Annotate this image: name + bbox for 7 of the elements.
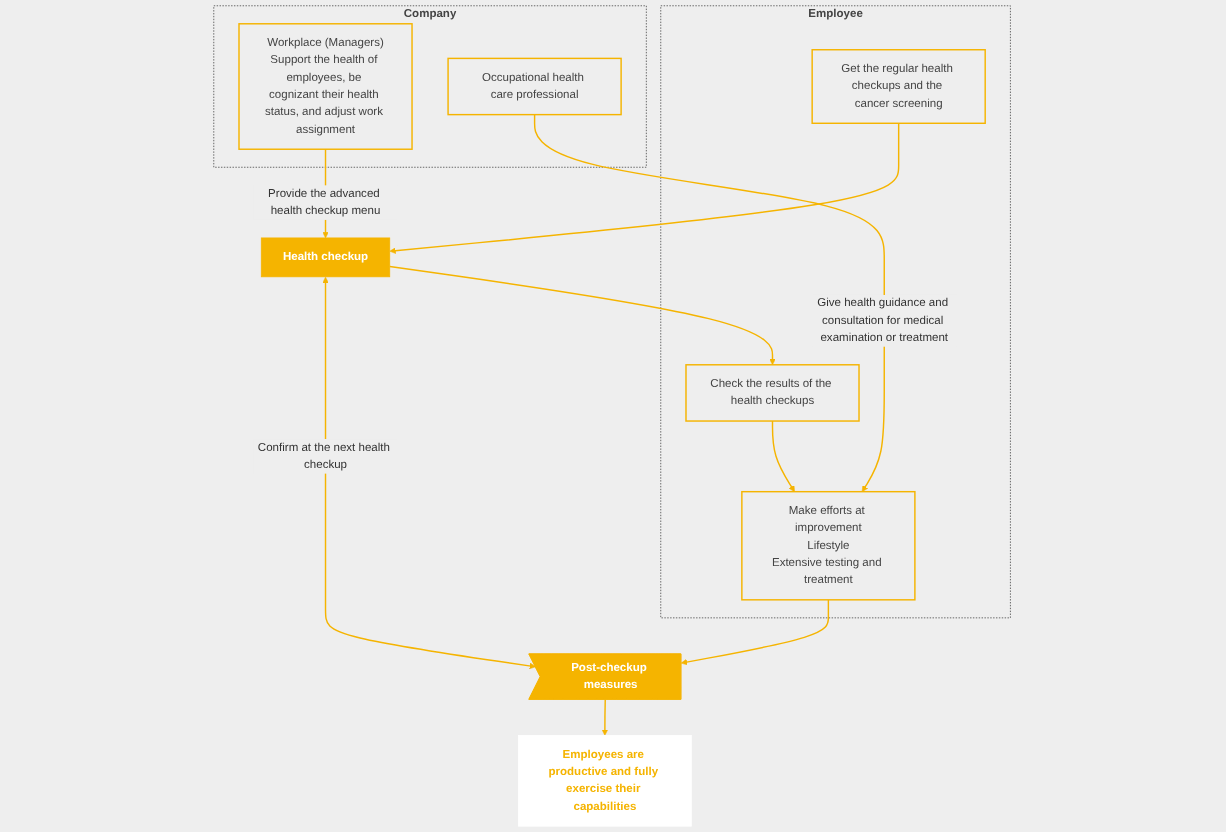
arrow [681, 599, 830, 666]
arrow [323, 276, 537, 670]
arrow [602, 698, 609, 736]
arrow [772, 420, 796, 492]
arrow [389, 265, 777, 366]
arrow [390, 122, 901, 254]
arrow [534, 113, 886, 492]
